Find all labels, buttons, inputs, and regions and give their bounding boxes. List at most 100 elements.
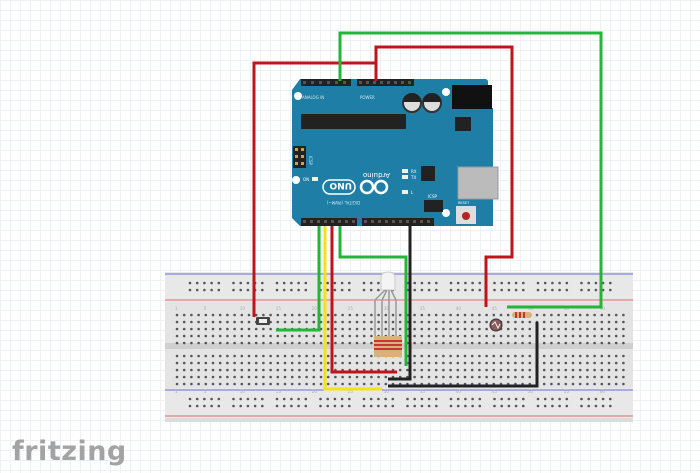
- wires-layer: [252, 31, 603, 391]
- terminal-hole: [600, 382, 604, 386]
- terminal-hole: [276, 382, 280, 386]
- digital-header-high[interactable]: [362, 218, 434, 226]
- rail-hole: [456, 288, 460, 292]
- terminal-hole: [290, 361, 294, 365]
- terminal-hole: [312, 334, 316, 338]
- led-resistor[interactable]: [374, 336, 381, 357]
- terminal-hole: [564, 334, 568, 338]
- rail-hole: [435, 288, 438, 292]
- rgb-led-body[interactable]: [380, 271, 396, 291]
- terminal-hole: [542, 327, 546, 331]
- resistor-band: [374, 348, 381, 350]
- icsp-header-right[interactable]: [424, 200, 443, 212]
- terminal-hole: [470, 375, 474, 379]
- terminal-hole: [593, 354, 596, 358]
- terminal-hole: [211, 368, 215, 372]
- header-pin: [392, 220, 395, 223]
- usb-connector[interactable]: [458, 167, 498, 199]
- digital-label: DIGITAL (PWM~): [326, 200, 360, 205]
- terminal-hole: [600, 334, 604, 338]
- terminal-hole: [442, 368, 445, 372]
- terminal-hole: [240, 361, 244, 365]
- terminal-hole: [427, 375, 431, 379]
- led-resistor[interactable]: [381, 336, 388, 357]
- header-pin: [387, 81, 390, 84]
- rail-hole: [319, 404, 322, 408]
- rail-hole: [587, 281, 590, 285]
- terminal-hole: [434, 361, 438, 365]
- terminal-hole: [528, 327, 532, 331]
- header-pin: [335, 81, 338, 84]
- rail-hole: [558, 288, 561, 292]
- terminal-hole: [622, 354, 625, 358]
- digital-header-low[interactable]: [301, 218, 357, 226]
- terminal-hole: [600, 375, 604, 379]
- header-pin: [408, 81, 411, 84]
- rgb-led-leg: [390, 289, 397, 338]
- wire-w2[interactable]: [252, 61, 376, 317]
- terminal-hole: [312, 313, 316, 317]
- power-jack[interactable]: [452, 85, 492, 109]
- wire-w3[interactable]: [338, 31, 603, 309]
- rail-hole: [188, 288, 192, 292]
- resistor-band: [523, 312, 525, 318]
- rail-hole: [203, 281, 206, 285]
- terminal-hole: [348, 341, 352, 345]
- header-pin: [373, 81, 376, 84]
- terminal-hole: [247, 327, 251, 331]
- wire-w6[interactable]: [330, 226, 397, 374]
- led-l: [402, 190, 408, 194]
- terminal-hole: [463, 341, 467, 345]
- terminal-hole: [413, 354, 416, 358]
- header-pin: [303, 81, 306, 84]
- wire-w5[interactable]: [323, 226, 382, 391]
- terminal-hole: [485, 375, 488, 379]
- terminal-hole: [211, 313, 215, 317]
- terminal-hole: [578, 320, 582, 324]
- rail-hole: [253, 404, 257, 408]
- terminal-hole: [449, 354, 452, 358]
- resistor-band: [519, 312, 521, 318]
- analog-header[interactable]: [301, 79, 351, 86]
- rail-hole: [348, 397, 351, 401]
- terminal-hole: [434, 313, 438, 317]
- terminal-hole: [377, 327, 380, 331]
- wire-w8[interactable]: [388, 226, 412, 381]
- led-resistor[interactable]: [395, 336, 402, 357]
- terminal-hole: [298, 361, 301, 365]
- terminal-hole: [564, 382, 568, 386]
- rail-hole: [195, 288, 199, 292]
- rail-hole: [362, 281, 366, 285]
- terminal-hole: [370, 334, 373, 338]
- terminal-hole: [211, 375, 215, 379]
- power-header[interactable]: [357, 79, 414, 86]
- wire-w9[interactable]: [388, 322, 539, 388]
- terminal-hole: [262, 361, 265, 365]
- rail-hole: [420, 397, 424, 401]
- icsp-header-left[interactable]: [293, 146, 306, 168]
- terminal-hole: [341, 334, 344, 338]
- reset-cap[interactable]: [462, 212, 470, 220]
- terminal-hole: [420, 361, 424, 365]
- terminal-hole: [290, 354, 294, 358]
- terminal-hole: [463, 375, 467, 379]
- terminal-hole: [312, 320, 316, 324]
- terminal-hole: [614, 327, 618, 331]
- wire-w7[interactable]: [338, 226, 408, 366]
- terminal-hole: [521, 361, 524, 365]
- rail-hole: [456, 281, 460, 285]
- terminal-hole: [557, 382, 560, 386]
- terminal-hole: [542, 341, 546, 345]
- terminal-hole: [463, 334, 467, 338]
- rail-hole: [594, 397, 598, 401]
- terminal-hole: [190, 354, 193, 358]
- terminal-hole: [319, 382, 323, 386]
- wire-w4[interactable]: [276, 226, 321, 332]
- wire-w1[interactable]: [374, 45, 514, 307]
- rail-hole: [449, 397, 453, 401]
- terminal-hole: [341, 382, 344, 386]
- terminal-hole: [362, 354, 366, 358]
- terminal-hole: [182, 320, 186, 324]
- led-resistor[interactable]: [388, 336, 395, 357]
